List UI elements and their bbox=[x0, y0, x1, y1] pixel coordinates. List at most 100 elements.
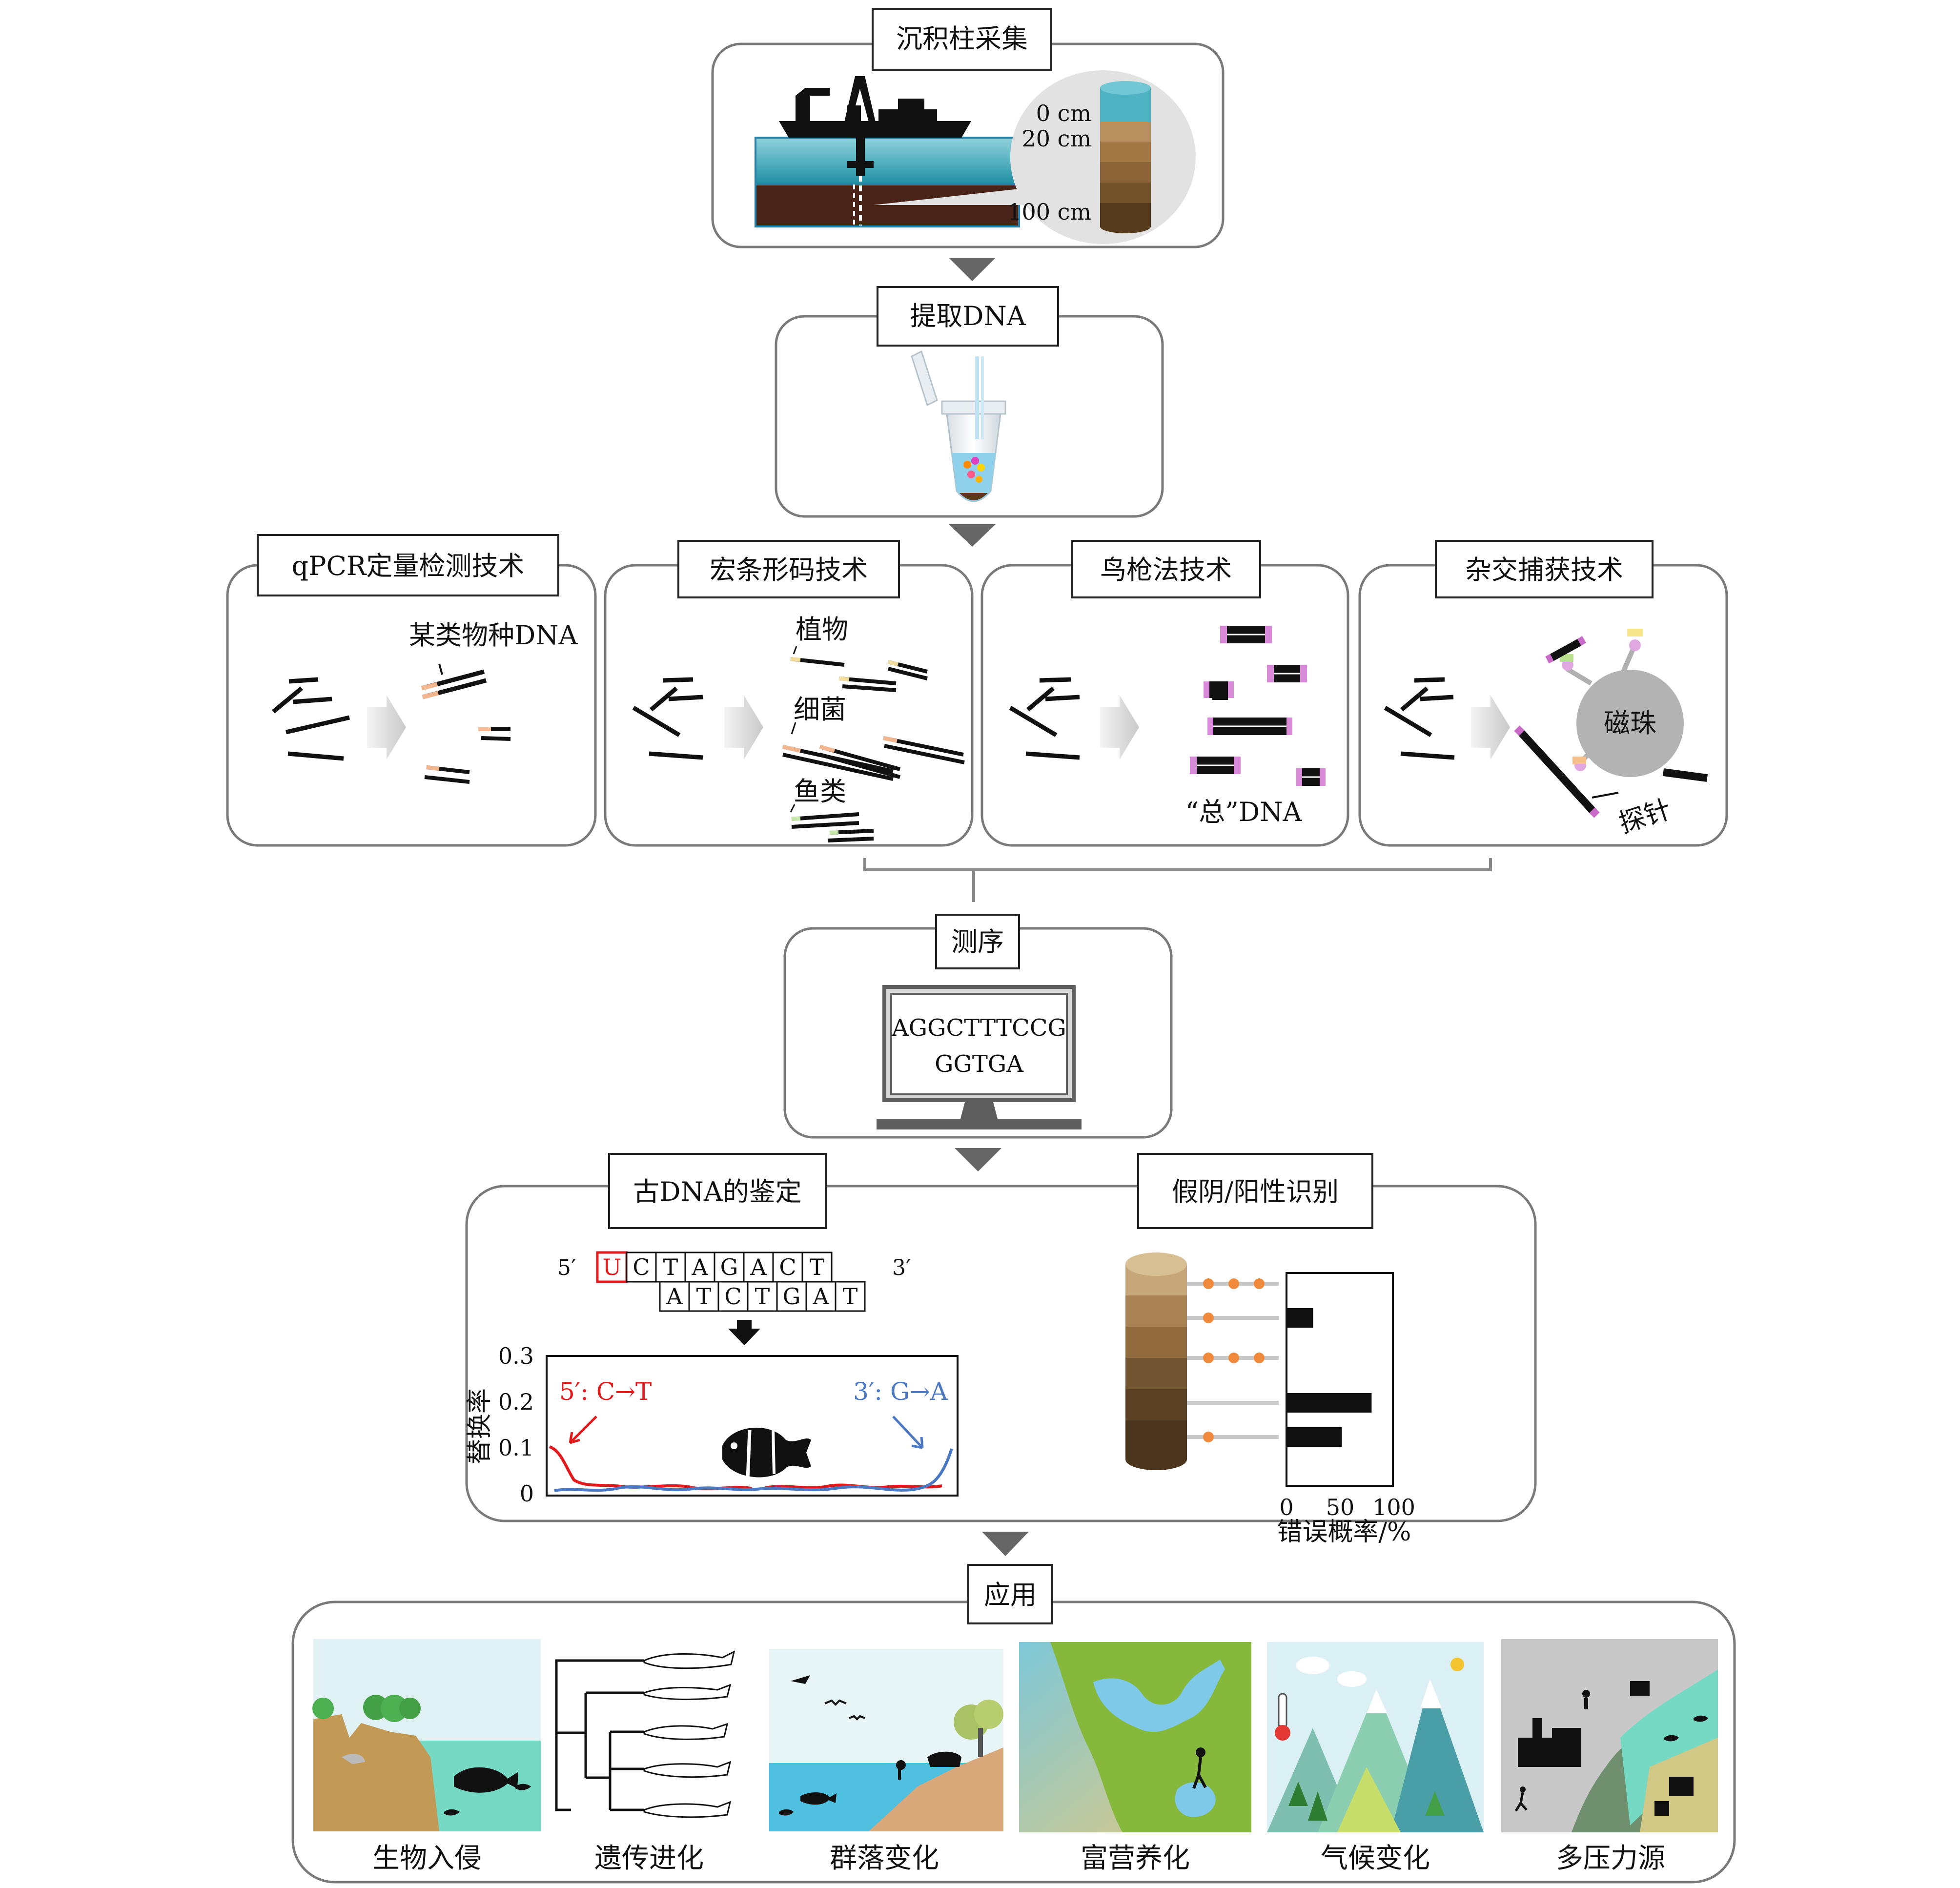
flow-arrow-3 bbox=[955, 1148, 1001, 1171]
error-row-dot bbox=[1254, 1353, 1265, 1363]
top-base-5: G bbox=[720, 1254, 738, 1280]
application-label-5: 气候变化 bbox=[1321, 1843, 1430, 1874]
application-label-3: 群落变化 bbox=[830, 1843, 939, 1874]
sea-water bbox=[755, 137, 1020, 185]
shotgun-panel: 鸟枪法技术 “总”DNA bbox=[980, 540, 1349, 847]
bottom-base-box bbox=[659, 1281, 690, 1312]
bottom-base-box bbox=[747, 1281, 778, 1312]
capture-panel: 杂交捕获技术 磁珠 探针 bbox=[1358, 540, 1728, 847]
ytick-0.2: 0.2 bbox=[498, 1389, 534, 1415]
ga-series-line bbox=[554, 1448, 953, 1492]
metabarcoding-panel: 宏条形码技术 bbox=[604, 540, 974, 847]
error-rows bbox=[1187, 1278, 1279, 1442]
qpcr-target-dna bbox=[421, 663, 511, 784]
app-image-eutrophication bbox=[1019, 1642, 1251, 1832]
bottom-base-6: A bbox=[812, 1283, 829, 1310]
error-row-dot bbox=[1203, 1313, 1214, 1323]
prime3-label: 3′ bbox=[892, 1255, 911, 1280]
app-image-evolution bbox=[555, 1650, 735, 1818]
collection-panel: 0 cm 20 cm 100 cm 沉积柱采集 bbox=[711, 8, 1225, 248]
merge-bracket bbox=[863, 858, 1492, 902]
bottom-base-2: T bbox=[696, 1283, 712, 1310]
tube-icon bbox=[911, 350, 1006, 502]
app-image-community bbox=[769, 1649, 1003, 1831]
error-bar-5 bbox=[1286, 1427, 1342, 1447]
ytick-0.1: 0.1 bbox=[498, 1435, 534, 1461]
top-base-box bbox=[684, 1252, 715, 1283]
application-label-4: 富营养化 bbox=[1081, 1843, 1190, 1874]
bottom-base-1: A bbox=[666, 1283, 683, 1310]
collection-title-box bbox=[872, 8, 1052, 71]
bottom-base-box bbox=[835, 1281, 866, 1312]
seabed-sediment bbox=[755, 184, 1020, 227]
bottom-base-box bbox=[776, 1281, 807, 1312]
xtick-100: 100 bbox=[1372, 1494, 1415, 1520]
error-row-dot bbox=[1254, 1278, 1265, 1289]
app-image-invasion bbox=[312, 1639, 541, 1831]
error-bar-2 bbox=[1286, 1308, 1313, 1328]
top-base-box bbox=[626, 1252, 657, 1283]
shotgun-total-dna-label: “总”DNA bbox=[1185, 797, 1303, 827]
bottom-base-7: T bbox=[843, 1283, 858, 1310]
top-base-3: T bbox=[663, 1254, 678, 1280]
top-base-7: C bbox=[779, 1254, 796, 1280]
error-row-dot bbox=[1203, 1353, 1214, 1363]
barcode-label-fish: 鱼类 bbox=[794, 776, 846, 807]
applications-title: 应用 bbox=[984, 1580, 1037, 1610]
sediment-core bbox=[1100, 81, 1151, 233]
xtick-0: 0 bbox=[1279, 1494, 1293, 1520]
qpcr-panel: qPCR定量检测技术 某类物种DNA bbox=[226, 534, 597, 847]
false-id-title: 假阴/阳性识别 bbox=[1172, 1176, 1339, 1207]
application-label-1: 生物入侵 bbox=[372, 1843, 482, 1874]
top-base-2: C bbox=[633, 1254, 650, 1280]
depth-label-20: 20 cm bbox=[1021, 125, 1091, 152]
captured-dna bbox=[1514, 636, 1708, 818]
barcode-label-bacteria: 细菌 bbox=[794, 694, 846, 725]
sequencing-panel: 测序 AGGCTTTCCG GGTGA bbox=[783, 914, 1173, 1139]
top-base-1: U bbox=[603, 1254, 622, 1280]
error-xlabel: 错误概率/% bbox=[1277, 1518, 1411, 1547]
barcode-label-plant: 植物 bbox=[796, 614, 848, 645]
metabarcoding-title: 宏条形码技术 bbox=[710, 554, 868, 585]
flow-arrow-4 bbox=[982, 1532, 1029, 1556]
bead-label: 磁珠 bbox=[1604, 708, 1656, 739]
error-bar-4 bbox=[1286, 1393, 1372, 1413]
shotgun-reads bbox=[1190, 626, 1326, 786]
extraction-title-box bbox=[877, 286, 1059, 347]
ytick-0.3: 0.3 bbox=[498, 1343, 534, 1369]
top-base-8: T bbox=[810, 1254, 825, 1280]
ga-arrow-icon bbox=[892, 1416, 924, 1449]
depth-label-0: 0 cm bbox=[1036, 100, 1091, 126]
ct-label: 5′: C→T bbox=[559, 1377, 652, 1406]
bottom-base-4: T bbox=[755, 1283, 770, 1310]
error-row-dot bbox=[1203, 1432, 1214, 1442]
ytick-0: 0 bbox=[520, 1480, 534, 1507]
ct-arrow-icon bbox=[569, 1416, 597, 1444]
dna-fragments bbox=[272, 677, 350, 761]
xtick-50: 50 bbox=[1326, 1494, 1355, 1520]
top-base-6: A bbox=[750, 1254, 767, 1280]
damage-chart: 0.3 0.2 0.1 0 替换率 5′: C→T 3′: G→A bbox=[465, 1343, 959, 1507]
depth-label-100: 100 cm bbox=[1007, 199, 1091, 225]
sequence-line-2: GGTGA bbox=[935, 1050, 1024, 1078]
bottom-base-3: C bbox=[724, 1283, 741, 1310]
authentication-title: 古DNA的鉴定 bbox=[633, 1176, 802, 1207]
extraction-panel: 提取DNA bbox=[775, 286, 1164, 518]
sequencing-title: 测序 bbox=[951, 926, 1004, 957]
barcode-reads bbox=[782, 646, 965, 842]
app-image-climate bbox=[1267, 1642, 1484, 1832]
bottom-base-box bbox=[805, 1281, 837, 1312]
error-row-dot bbox=[1228, 1278, 1239, 1289]
error-row-dot bbox=[1228, 1353, 1239, 1363]
top-base-box bbox=[743, 1252, 774, 1283]
error-row-dot bbox=[1203, 1278, 1214, 1289]
chart-y-label: 替换率 bbox=[465, 1388, 494, 1464]
top-base-4: A bbox=[691, 1254, 708, 1280]
error-chart: 0 50 100 错误概率/% bbox=[1277, 1272, 1415, 1547]
down-arrow-icon bbox=[728, 1320, 760, 1345]
capture-title: 杂交捕获技术 bbox=[1465, 554, 1623, 585]
flow-arrow-2 bbox=[949, 524, 996, 547]
